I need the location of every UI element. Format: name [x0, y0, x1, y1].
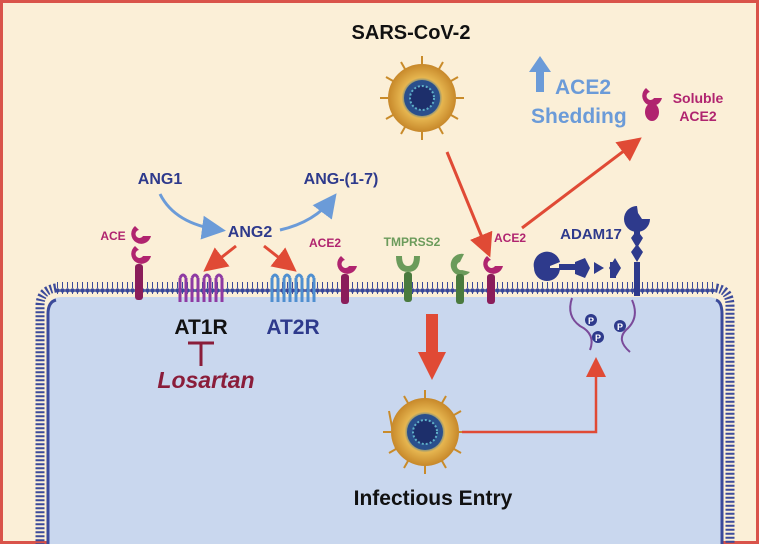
- cell-interior: [48, 297, 722, 544]
- svg-text:P: P: [595, 333, 601, 343]
- gpcr-at1r-icon: [178, 273, 224, 302]
- phosphate-group: P P P: [585, 314, 626, 343]
- up-arrow-icon: [529, 56, 551, 92]
- intracellular-tail: [569, 297, 636, 353]
- ang1-to-ang2-arrow: [158, 193, 226, 240]
- ace-receptor-icon: [131, 226, 151, 300]
- virus-title: SARS-CoV-2: [352, 22, 471, 44]
- ang2-label: ANG2: [228, 224, 273, 241]
- soluble-ace2-icon: [642, 88, 662, 121]
- ang2-to-at1r-arrow: [203, 244, 237, 272]
- svg-text:P: P: [588, 316, 594, 326]
- shedding-label-line1: ACE2: [555, 76, 611, 99]
- coronavirus-particle-icon: [380, 56, 464, 140]
- svg-text:P: P: [617, 322, 623, 332]
- shedding-label-line2: Shedding: [531, 105, 627, 128]
- at2r-label: AT2R: [266, 316, 319, 339]
- ace2-receptor-icon: [483, 256, 503, 304]
- ang17-label: ANG-(1-7): [304, 171, 379, 188]
- adam17-receptor-icon: [624, 206, 650, 296]
- gpcr-at2r-icon: [270, 273, 316, 302]
- at1r-label: AT1R: [174, 316, 227, 339]
- signaling-arrow: [462, 357, 606, 434]
- soluble-label-line2: ACE2: [679, 108, 717, 124]
- ace2-receptor-icon: [337, 256, 357, 304]
- ace2-right-label: ACE2: [494, 231, 526, 245]
- soluble-label-line1: Soluble: [673, 90, 724, 106]
- virus-to-ace2-arrow: [445, 151, 493, 258]
- tmprss2-receptor-icon: [450, 253, 470, 304]
- adam17-label: ADAM17: [560, 226, 622, 243]
- losartan-label: Losartan: [157, 367, 254, 393]
- adam17-receptor-icon: [533, 251, 621, 281]
- ang1-label: ANG1: [138, 171, 183, 188]
- entry-arrow: [418, 314, 446, 380]
- infectious-entry-label: Infectious Entry: [354, 487, 513, 510]
- inhibition-bar-icon: [188, 341, 214, 366]
- ang2-to-at2r-arrow: [263, 244, 297, 272]
- tmprss2-receptor-icon: [396, 256, 420, 302]
- ang2-to-ang17-arrow: [279, 193, 337, 232]
- ace-label: ACE: [100, 229, 125, 243]
- shedding-arrow: [521, 137, 642, 230]
- tmprss2-label: TMPRSS2: [384, 235, 441, 249]
- coronavirus-particle-icon: [383, 390, 467, 474]
- ace2-left-label: ACE2: [309, 236, 341, 250]
